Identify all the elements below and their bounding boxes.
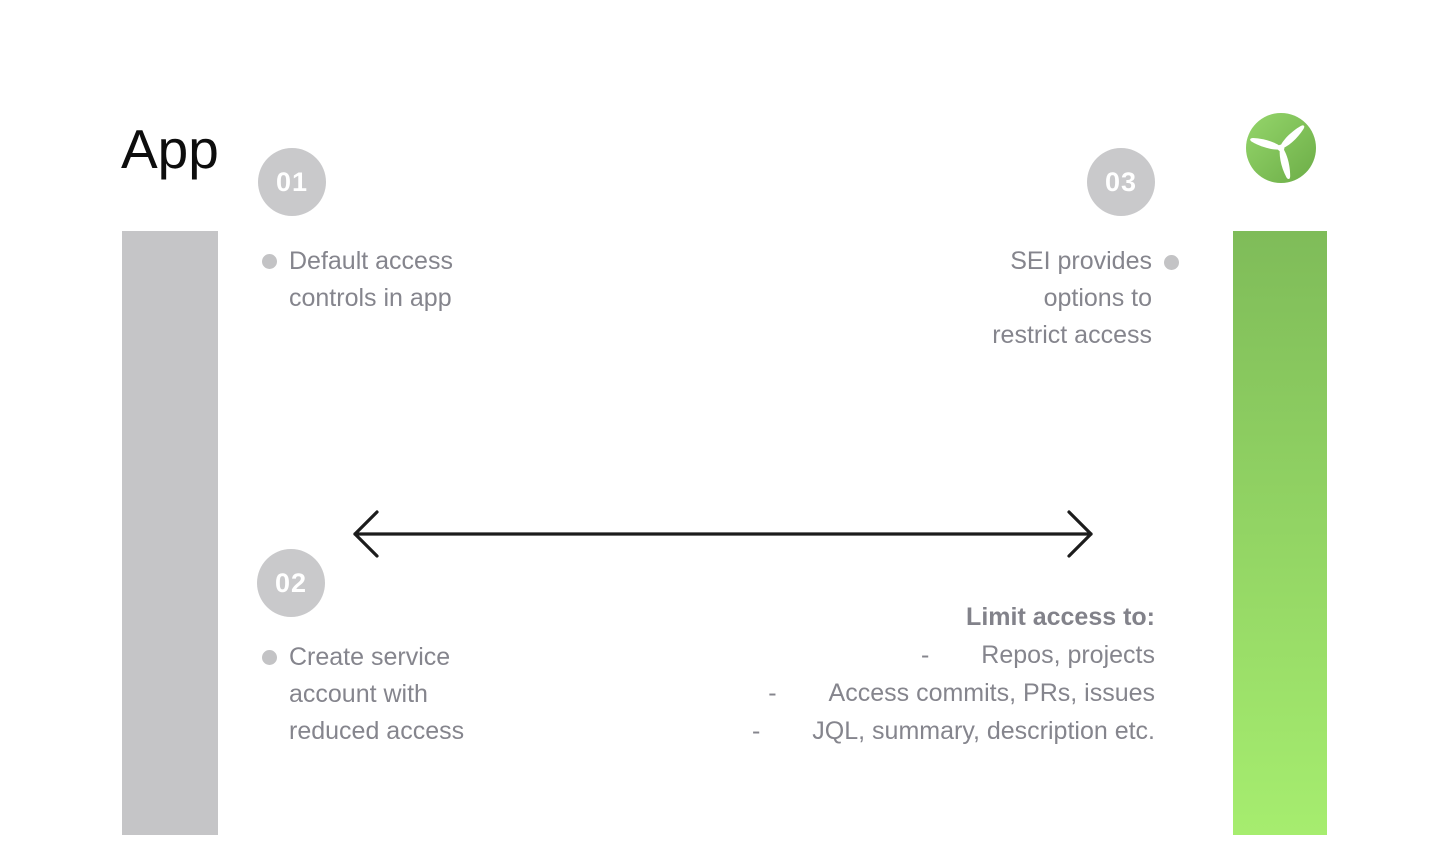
limit-access-list: Limit access to: - Repos, projects - Acc…	[752, 598, 1155, 750]
dash-marker: -	[768, 679, 777, 707]
propeller-icon	[1246, 113, 1316, 183]
step-number-03: 03	[1087, 148, 1155, 216]
limit-access-heading: Limit access to:	[966, 603, 1155, 631]
double-arrow-icon	[353, 510, 1093, 558]
list-item: - Access commits, PRs, issues	[752, 674, 1155, 712]
step-03-text: SEI provides options to restrict access	[992, 243, 1152, 354]
step-number-01-label: 01	[275, 166, 309, 197]
bullet-icon	[1164, 255, 1179, 270]
step-number-03-label: 03	[1104, 166, 1138, 197]
list-item-label: Access commits, PRs, issues	[828, 679, 1155, 707]
list-item-label: JQL, summary, description etc.	[812, 717, 1155, 745]
sei-logo	[1246, 113, 1316, 183]
step-number-02: 02	[257, 549, 325, 617]
list-item: - JQL, summary, description etc.	[752, 712, 1155, 750]
step-03-line-3: restrict access	[992, 321, 1152, 349]
bullet-icon	[262, 254, 277, 269]
step-01-line-1: Default access	[289, 247, 453, 275]
dash-marker: -	[920, 641, 930, 669]
step-02-text: Create service account with reduced acce…	[289, 639, 464, 750]
step-02-line-1: Create service	[289, 643, 451, 671]
step-03-line-1: SEI provides	[1010, 247, 1152, 275]
step-01-text: Default access controls in app	[289, 243, 453, 317]
step-02-line-3: reduced access	[289, 717, 465, 745]
step-02-line-2: account with	[289, 680, 428, 708]
step-03-line-2: options to	[1043, 284, 1152, 312]
right-green-bar	[1233, 231, 1327, 835]
left-gray-bar	[122, 231, 218, 835]
list-item-label: Repos, projects	[981, 641, 1155, 669]
list-item: - Repos, projects	[752, 636, 1155, 674]
step-number-02-label: 02	[274, 567, 308, 598]
bullet-icon	[262, 650, 277, 665]
bidirectional-arrow	[349, 506, 1097, 562]
step-number-01: 01	[258, 148, 326, 216]
page-title: App	[121, 118, 219, 180]
step-01-line-2: controls in app	[289, 284, 452, 312]
dash-marker: -	[751, 717, 761, 745]
